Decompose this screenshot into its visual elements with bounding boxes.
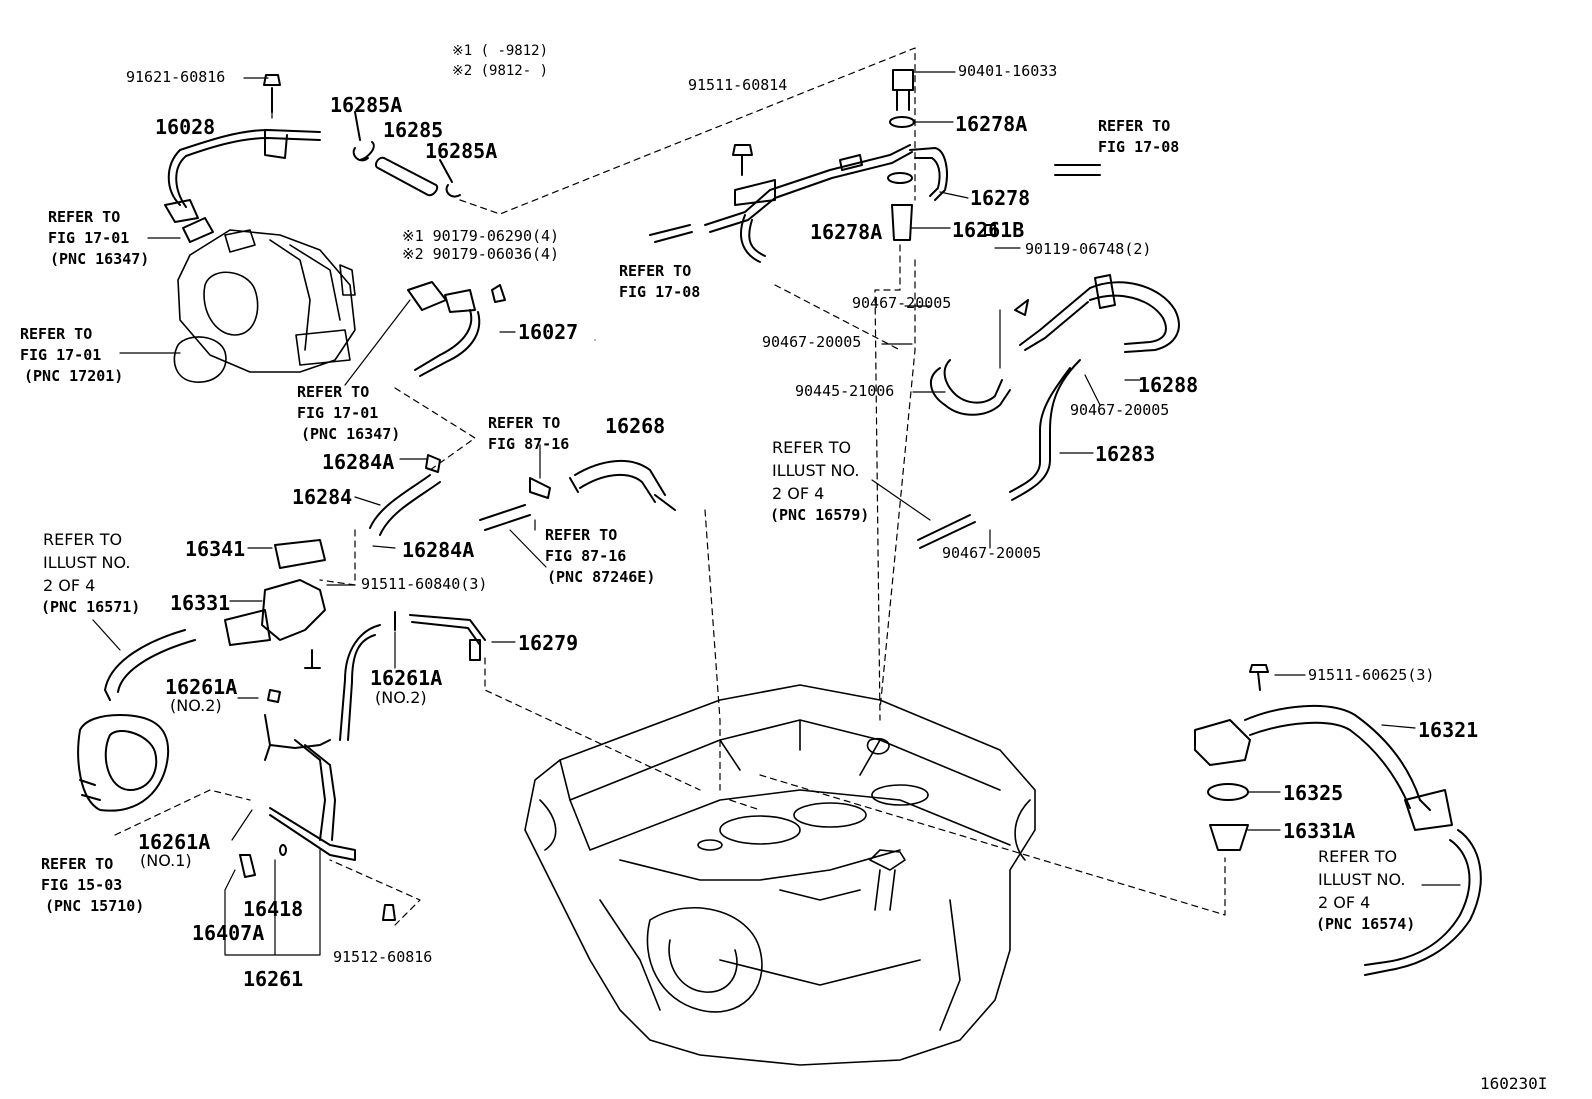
part-16285[interactable]: 16285 [383, 118, 444, 142]
ref-illust-16574-line2[interactable]: ILLUST NO. [1318, 870, 1406, 889]
part-16027[interactable]: 16027 [518, 320, 579, 344]
ref-fig-17-01-a-line2[interactable]: FIG 17-01 [48, 229, 130, 247]
ref-fig-17-01-b-line1: REFER TO [20, 325, 93, 343]
part-16407A[interactable]: 16407A [192, 921, 265, 945]
hose-16285 [352, 111, 461, 198]
part-16283[interactable]: 16283 [1095, 442, 1156, 466]
leader-lines [92, 71, 1461, 956]
hoses-center [369, 454, 676, 536]
water-inlet-16321 [1194, 664, 1482, 976]
part-90119-06748[interactable]: 90119-06748(2) [1025, 240, 1152, 258]
part-16279[interactable]: 16279 [518, 631, 579, 655]
part-16268[interactable]: 16268 [605, 414, 666, 438]
part-16284A-lower[interactable]: 16284A [402, 538, 475, 562]
part-16261B[interactable]: 16261B [952, 218, 1025, 242]
engine-block [524, 684, 1036, 1066]
hoses-right [917, 224, 1180, 549]
part-90445-21006[interactable]: 90445-21006 [795, 382, 895, 400]
water-outlet-16331 [104, 539, 326, 703]
ref-fig-17-01-c-line2[interactable]: FIG 17-01 [297, 404, 379, 422]
part-16321[interactable]: 16321 [1418, 718, 1479, 742]
part-16325[interactable]: 16325 [1283, 781, 1344, 805]
part-16284A-upper[interactable]: 16284A [322, 450, 395, 474]
part-16278[interactable]: 16278 [970, 186, 1031, 210]
ref-fig-87-16-b-line1: REFER TO [545, 526, 618, 544]
part-91512-60816[interactable]: 91512-60816 [333, 948, 433, 966]
pipe-16028 [164, 74, 321, 243]
dashed-reference-lines [114, 47, 1226, 926]
ref-fig-17-01-c-line3: (PNC 16347) [301, 425, 401, 443]
water-bypass-pipe-16261 [264, 614, 486, 861]
ref-fig-17-01-c-line1: REFER TO [297, 383, 370, 401]
ref-fig-87-16-a-line1: REFER TO [488, 414, 561, 432]
ref-fig-17-01-b-line2[interactable]: FIG 17-01 [20, 346, 102, 364]
part-16278A-upper[interactable]: 16278A [955, 112, 1028, 136]
ref-fig-15-03-line1: REFER TO [41, 855, 114, 873]
part-90467-20005-c[interactable]: 90467-20005 [1070, 401, 1170, 419]
part-90467-20005-a[interactable]: 90467-20005 [852, 294, 952, 312]
part-91511-60814[interactable]: 91511-60814 [688, 76, 788, 94]
part-16261A-no2-left[interactable]: 16261A [165, 675, 238, 699]
ref-fig-17-01-b-line3: (PNC 17201) [24, 367, 124, 385]
ref-fig-87-16-b-line2[interactable]: FIG 87-16 [545, 547, 627, 565]
ref-illust-16571-line4: (PNC 16571) [41, 598, 141, 616]
part-91511-60840[interactable]: 91511-60840(3) [361, 575, 488, 593]
ref-fig-17-08-a-line2[interactable]: FIG 17-08 [1098, 138, 1180, 156]
fasteners [239, 611, 396, 921]
pipe-16027 [407, 281, 506, 377]
union-bolt-stack [887, 69, 1101, 241]
part-91511-60625[interactable]: 91511-60625(3) [1308, 666, 1435, 684]
note-2: ※2 (9812- ) [452, 63, 549, 79]
ref-illust-16579-line3: 2 OF 4 [772, 484, 825, 503]
ref-illust-16574-line4: (PNC 16574) [1316, 915, 1416, 933]
part-16261A-no2-right-sub: (NO.2) [375, 688, 427, 707]
part-16261A-no2-right[interactable]: 16261A [370, 666, 443, 690]
ref-fig-17-01-a-line1: REFER TO [48, 208, 121, 226]
part-16341[interactable]: 16341 [185, 537, 246, 561]
part-16261[interactable]: 16261 [243, 967, 304, 991]
ref-illust-16571-line3: 2 OF 4 [43, 576, 96, 595]
turbocharger [173, 229, 356, 383]
part-16285A-lower[interactable]: 16285A [425, 139, 498, 163]
ref-fig-15-03-line2[interactable]: FIG 15-03 [41, 876, 123, 894]
ref-illust-16571-line2[interactable]: ILLUST NO. [43, 553, 131, 572]
note-1: ※1 ( -9812) [452, 43, 549, 59]
part-90179-06290[interactable]: ※1 90179-06290(4) [402, 227, 560, 245]
part-16331[interactable]: 16331 [170, 591, 231, 615]
ref-illust-16579-line2[interactable]: ILLUST NO. [772, 461, 860, 480]
ref-illust-16574-line1: REFER TO [1318, 847, 1398, 866]
ref-illust-16571-line1: REFER TO [43, 530, 123, 549]
part-16261A-no1[interactable]: 16261A [138, 830, 211, 854]
ref-fig-15-03-line3: (PNC 15710) [45, 897, 145, 915]
ref-fig-17-08-b-line2[interactable]: FIG 17-08 [619, 283, 701, 301]
ref-illust-16574-line3: 2 OF 4 [1318, 893, 1371, 912]
part-90467-20005-b[interactable]: 90467-20005 [762, 333, 862, 351]
part-16331A[interactable]: 16331A [1283, 819, 1356, 843]
part-16288[interactable]: 16288 [1138, 373, 1199, 397]
part-16261A-no2-left-sub: (NO.2) [170, 696, 222, 715]
ref-fig-17-01-a-line3: (PNC 16347) [50, 250, 150, 268]
part-16284[interactable]: 16284 [292, 485, 353, 509]
oil-cooler [77, 714, 170, 812]
part-16418[interactable]: 16418 [243, 897, 304, 921]
ref-illust-16579-line1: REFER TO [772, 438, 852, 457]
part-16261A-no1-sub: (NO.1) [140, 851, 192, 870]
ref-fig-17-08-b-line1: REFER TO [619, 262, 692, 280]
part-90401-16033[interactable]: 90401-16033 [958, 62, 1058, 80]
ref-fig-17-08-a-line1: REFER TO [1098, 117, 1171, 135]
part-16028[interactable]: 16028 [155, 115, 216, 139]
ref-illust-16579-line4: (PNC 16579) [770, 506, 870, 524]
figure-id: 160230I [1480, 1074, 1548, 1093]
ref-fig-87-16-b-line3: (PNC 87246E) [547, 568, 656, 586]
part-90179-06036[interactable]: ※2 90179-06036(4) [402, 245, 560, 263]
part-90467-20005-d[interactable]: 90467-20005 [942, 544, 1042, 562]
part-91621-60816[interactable]: 91621-60816 [126, 68, 226, 86]
part-16285A-upper[interactable]: 16285A [330, 93, 403, 117]
ref-fig-87-16-a-line2[interactable]: FIG 87-16 [488, 435, 570, 453]
bypass-pipe-assembly [649, 144, 948, 263]
part-16278A-lower[interactable]: 16278A [810, 220, 883, 244]
